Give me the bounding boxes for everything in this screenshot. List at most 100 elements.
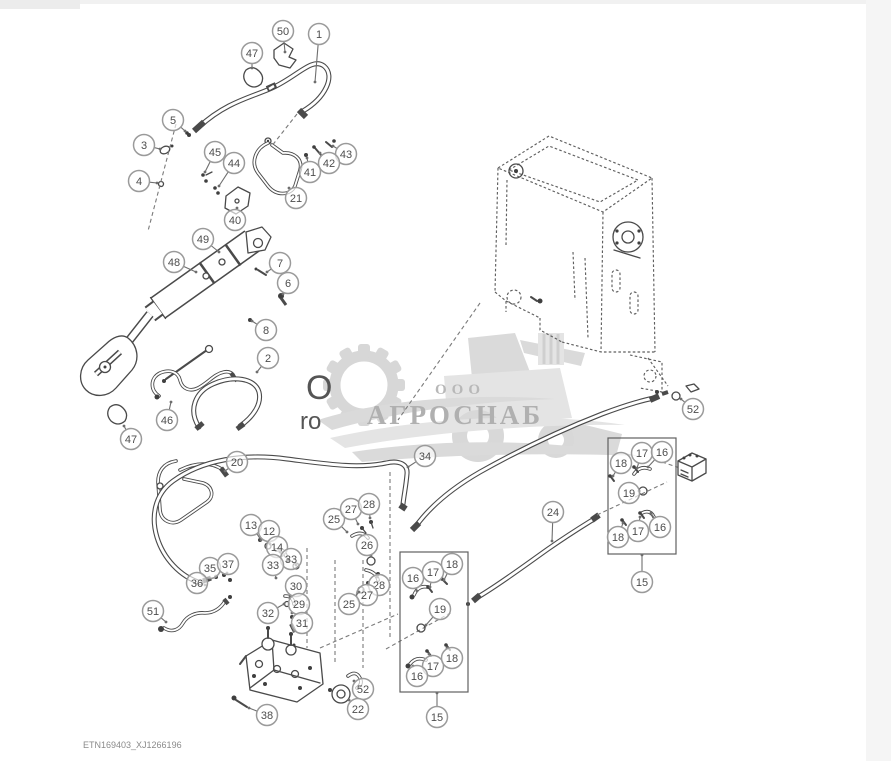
svg-text:18: 18 (446, 653, 458, 665)
svg-text:17: 17 (427, 567, 439, 579)
svg-text:50: 50 (277, 26, 289, 38)
callout-31: 31 (290, 611, 314, 635)
upper-hose-assembly (147, 42, 336, 232)
callout-13: 13 (239, 513, 263, 542)
svg-text:17: 17 (427, 661, 439, 673)
hose-bracket-50 (273, 42, 297, 69)
svg-text:2: 2 (265, 353, 271, 365)
callout-17: 17 (421, 560, 445, 589)
svg-text:22: 22 (352, 704, 364, 716)
text-fragment: ro (300, 408, 321, 435)
callout-16: 16 (648, 511, 672, 539)
callout-17: 17 (630, 441, 654, 470)
callout-3: 3 (132, 133, 162, 157)
callout-19: 19 (424, 597, 452, 627)
callout-26: 26 (355, 533, 379, 558)
callout-38: 38 (247, 703, 279, 727)
svg-text:42: 42 (323, 158, 335, 170)
svg-text:38: 38 (261, 710, 273, 722)
mid-hose-assembly (151, 302, 700, 668)
svg-text:14: 14 (271, 542, 283, 554)
svg-text:18: 18 (446, 559, 458, 571)
formed-tube-21 (252, 141, 303, 196)
callout-40: 40 (223, 206, 247, 232)
text-fragment: O (306, 369, 332, 407)
callout-18: 18 (609, 451, 633, 478)
hydraulic-cylinder-drawing (79, 226, 288, 432)
svg-text:33: 33 (267, 560, 279, 572)
svg-text:8: 8 (263, 325, 269, 337)
svg-text:16: 16 (656, 447, 668, 459)
callout-35: 35 (198, 556, 222, 580)
svg-text:51: 51 (147, 606, 159, 618)
svg-text:52: 52 (687, 404, 699, 416)
callout-8: 8 (250, 318, 278, 342)
callout-16: 16 (646, 440, 674, 469)
callout-52: 52 (679, 397, 705, 421)
callout-37: 37 (216, 552, 240, 576)
callout-41: 41 (298, 156, 322, 184)
svg-text:16: 16 (411, 671, 423, 683)
callout-5: 5 (161, 108, 187, 133)
svg-text:32: 32 (262, 608, 274, 620)
callout-50: 50 (271, 19, 295, 54)
callout-28: 28 (357, 492, 381, 520)
svg-text:20: 20 (231, 457, 243, 469)
svg-text:26: 26 (361, 540, 373, 552)
callout-25: 25 (337, 590, 361, 616)
svg-text:48: 48 (168, 257, 180, 269)
svg-text:45: 45 (209, 147, 221, 159)
svg-text:25: 25 (343, 599, 355, 611)
watermark: ООО АГРОСНАБ (318, 333, 640, 462)
svg-text:15: 15 (431, 712, 443, 724)
svg-text:30: 30 (290, 581, 302, 593)
svg-text:47: 47 (246, 48, 258, 60)
callout-21: 21 (284, 186, 308, 210)
callout-7: 7 (265, 251, 292, 275)
clamp-22 (331, 684, 351, 704)
svg-text:16: 16 (654, 522, 666, 534)
svg-text:13: 13 (245, 520, 257, 532)
svg-text:49: 49 (197, 234, 209, 246)
callout-17: 17 (626, 515, 650, 543)
hose-clamp-47b (107, 404, 128, 425)
svg-text:37: 37 (222, 559, 234, 571)
svg-text:15: 15 (636, 577, 648, 589)
svg-text:5: 5 (170, 115, 176, 127)
callout-47: 47 (119, 424, 143, 451)
svg-text:24: 24 (547, 507, 559, 519)
svg-text:28: 28 (363, 499, 375, 511)
svg-text:3: 3 (141, 140, 147, 152)
svg-text:17: 17 (636, 448, 648, 460)
callout-44: 44 (217, 151, 246, 188)
callout-4: 4 (127, 169, 159, 193)
formed-tube-20 (156, 459, 214, 525)
watermark-company-name: АГРОСНАБ (367, 400, 543, 430)
svg-text:17: 17 (632, 526, 644, 538)
steel-line-51 (162, 599, 227, 633)
svg-text:7: 7 (277, 258, 283, 270)
svg-text:35: 35 (204, 563, 216, 575)
callout-47: 47 (240, 41, 264, 70)
svg-text:27: 27 (345, 504, 357, 516)
svg-text:29: 29 (293, 599, 305, 611)
callout-32: 32 (256, 601, 286, 625)
svg-text:46: 46 (161, 415, 173, 427)
svg-text:21: 21 (290, 193, 302, 205)
callout-29: 29 (287, 592, 311, 616)
callout-1: 1 (307, 22, 331, 84)
svg-text:41: 41 (304, 167, 316, 179)
watermark-company-prefix: ООО (435, 382, 485, 398)
svg-text:18: 18 (612, 532, 624, 544)
oring-52a (671, 391, 681, 401)
callout-33: 33 (261, 553, 285, 580)
callout-36: 36 (185, 571, 209, 595)
callout-24: 24 (541, 500, 565, 543)
callout-27: 27 (355, 583, 379, 607)
callout-17: 17 (421, 652, 445, 678)
svg-text:43: 43 (340, 149, 352, 161)
